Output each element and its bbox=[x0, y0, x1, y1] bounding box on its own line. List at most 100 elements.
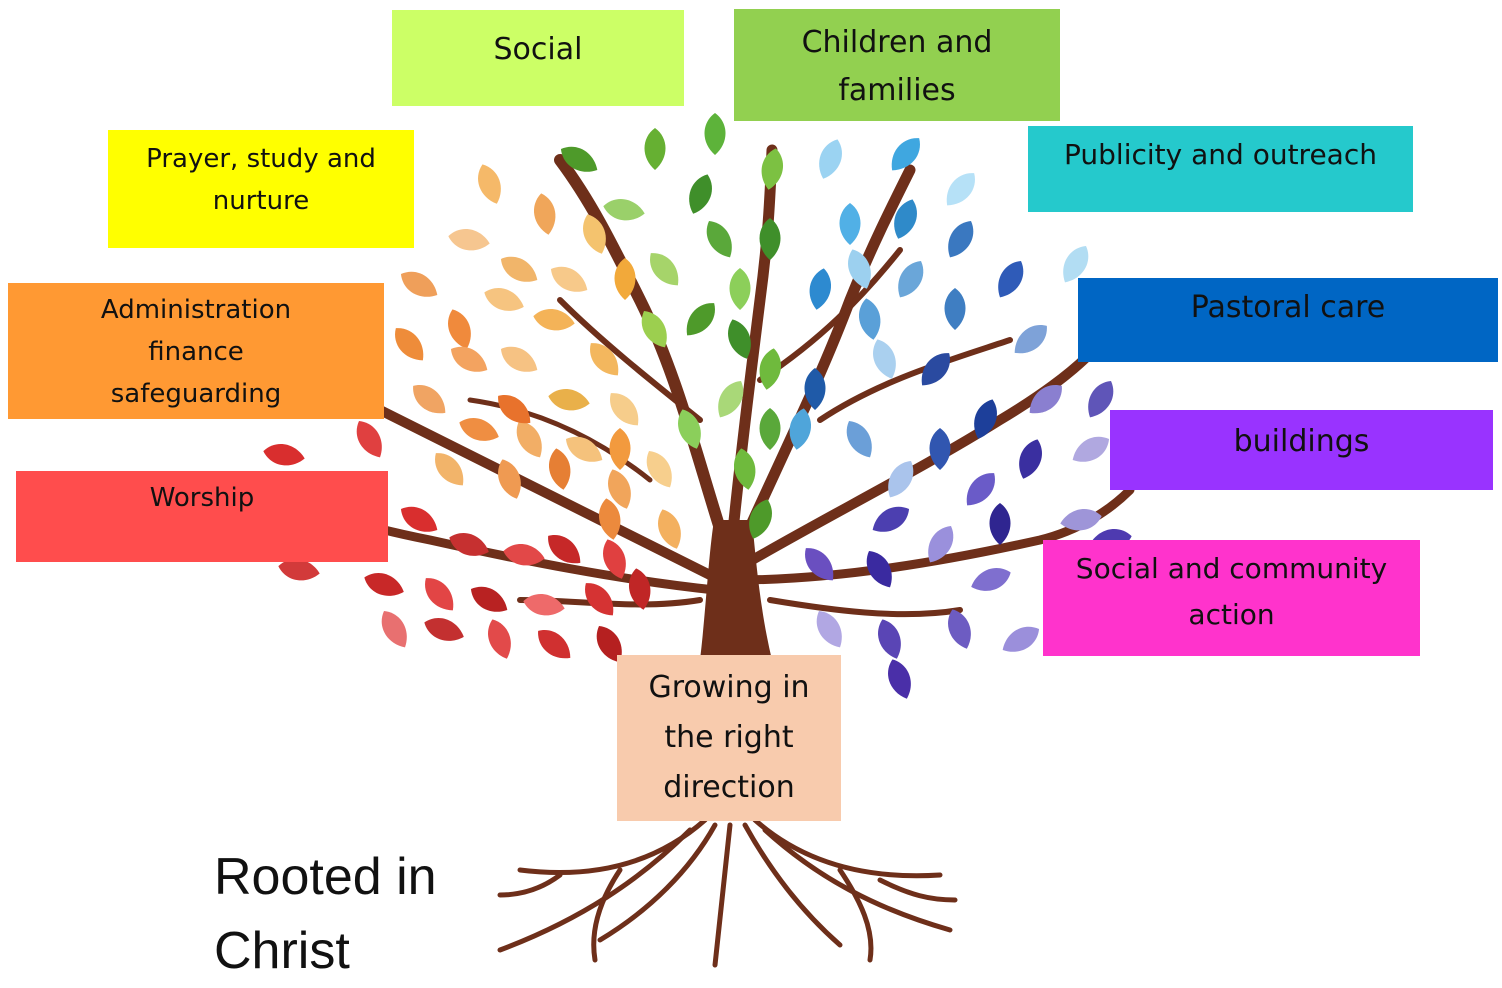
label-pastoral-line: Pastoral care bbox=[1190, 290, 1386, 325]
leaf bbox=[360, 567, 408, 602]
label-admin-line-2: finance bbox=[148, 337, 244, 367]
leaf bbox=[521, 590, 567, 619]
label-worship: Worship bbox=[16, 471, 388, 562]
label-community-line-2: action bbox=[1188, 598, 1275, 631]
leaf bbox=[445, 527, 493, 562]
root bbox=[742, 822, 843, 948]
leaf bbox=[699, 215, 740, 263]
leaf bbox=[602, 386, 646, 433]
branch bbox=[467, 397, 653, 483]
root bbox=[837, 867, 874, 963]
label-publicity-line: Publicity and outreach bbox=[1064, 138, 1377, 171]
leaf bbox=[639, 445, 680, 493]
label-social-line: Social bbox=[493, 32, 583, 67]
leaf bbox=[1007, 317, 1054, 361]
label-publicity-and-outreach: Publicity and outreach bbox=[1028, 126, 1413, 212]
label-worship-line: Worship bbox=[149, 483, 255, 513]
leaf bbox=[480, 282, 528, 317]
leaf bbox=[482, 615, 517, 663]
leaf bbox=[729, 268, 751, 310]
leaf bbox=[756, 346, 785, 392]
label-buildings: buildings bbox=[1110, 410, 1493, 490]
caption-line-2: Christ bbox=[214, 922, 350, 980]
leaf bbox=[530, 191, 559, 237]
leaf bbox=[989, 503, 1011, 545]
leaf bbox=[455, 412, 503, 447]
label-social: Social bbox=[392, 10, 684, 106]
leaf bbox=[890, 255, 931, 303]
label-prayer-line-2: nurture bbox=[212, 186, 310, 216]
label-prayer-line-1: Prayer, study and bbox=[146, 144, 376, 174]
root bbox=[497, 872, 563, 898]
label-admin-line-3: safeguarding bbox=[110, 379, 282, 409]
leaf bbox=[545, 446, 574, 492]
leaf bbox=[940, 215, 981, 263]
label-growing-in-the-right-direction: Growing in the right direction bbox=[617, 655, 841, 821]
leaf bbox=[839, 415, 880, 463]
leaf bbox=[472, 160, 507, 208]
leaf bbox=[867, 499, 915, 540]
leaf bbox=[959, 466, 1003, 513]
leaf bbox=[882, 655, 917, 703]
branch bbox=[724, 144, 778, 566]
leaf bbox=[601, 195, 647, 224]
leaf bbox=[531, 622, 578, 666]
label-growing-line-1: Growing in bbox=[648, 670, 810, 705]
leaf bbox=[679, 296, 723, 343]
leaf bbox=[374, 605, 415, 653]
leaf bbox=[491, 387, 538, 431]
leaf bbox=[759, 408, 781, 450]
root bbox=[591, 867, 623, 963]
leaf bbox=[442, 305, 477, 353]
leaf bbox=[261, 440, 307, 469]
branch bbox=[729, 164, 916, 566]
leaf bbox=[944, 288, 966, 330]
leaf bbox=[967, 562, 1015, 597]
root bbox=[712, 822, 733, 968]
root bbox=[877, 877, 958, 903]
label-administration-finance-safeguarding: Administration finance safeguarding bbox=[8, 283, 384, 419]
leaf bbox=[806, 266, 835, 312]
leaf bbox=[813, 135, 848, 183]
label-pastoral-care: Pastoral care bbox=[1078, 278, 1498, 362]
leaf bbox=[387, 321, 431, 368]
leaf bbox=[495, 249, 543, 290]
branch bbox=[557, 297, 703, 423]
label-children-line-2: families bbox=[838, 73, 956, 108]
branch bbox=[767, 597, 963, 618]
label-children-and-families: Children and families bbox=[734, 9, 1060, 121]
label-prayer-study-and-nurture: Prayer, study and nurture bbox=[108, 130, 414, 248]
leaf bbox=[704, 113, 726, 155]
leaf bbox=[839, 203, 861, 245]
leaf bbox=[349, 415, 390, 463]
caption-rooted-in-christ: Rooted in Christ bbox=[214, 840, 437, 988]
label-growing-line-3: direction bbox=[663, 770, 795, 805]
leaf bbox=[420, 612, 468, 647]
leaf bbox=[465, 579, 513, 620]
tree-trunk bbox=[700, 520, 772, 660]
root bbox=[597, 822, 718, 943]
label-buildings-line: buildings bbox=[1233, 424, 1370, 459]
leaf bbox=[642, 246, 686, 293]
leaf bbox=[880, 455, 921, 503]
label-admin-line-1: Administration bbox=[100, 295, 292, 325]
leaf bbox=[1067, 429, 1115, 470]
leaf bbox=[990, 255, 1031, 303]
leaf bbox=[577, 576, 621, 623]
leaf bbox=[758, 146, 787, 192]
leaf bbox=[939, 166, 983, 213]
leaf bbox=[855, 296, 884, 342]
leaf bbox=[872, 615, 907, 663]
label-social-and-community-action: Social and community action bbox=[1043, 540, 1420, 656]
leaf bbox=[1013, 435, 1048, 483]
leaf bbox=[406, 377, 453, 421]
leaf bbox=[683, 170, 718, 218]
label-children-line-1: Children and bbox=[801, 25, 993, 60]
caption-line-1: Rooted in bbox=[214, 848, 437, 906]
leaf bbox=[445, 339, 493, 380]
leaf bbox=[867, 335, 902, 383]
leaf bbox=[446, 225, 492, 254]
leaf bbox=[997, 619, 1045, 660]
branch bbox=[730, 485, 1135, 585]
